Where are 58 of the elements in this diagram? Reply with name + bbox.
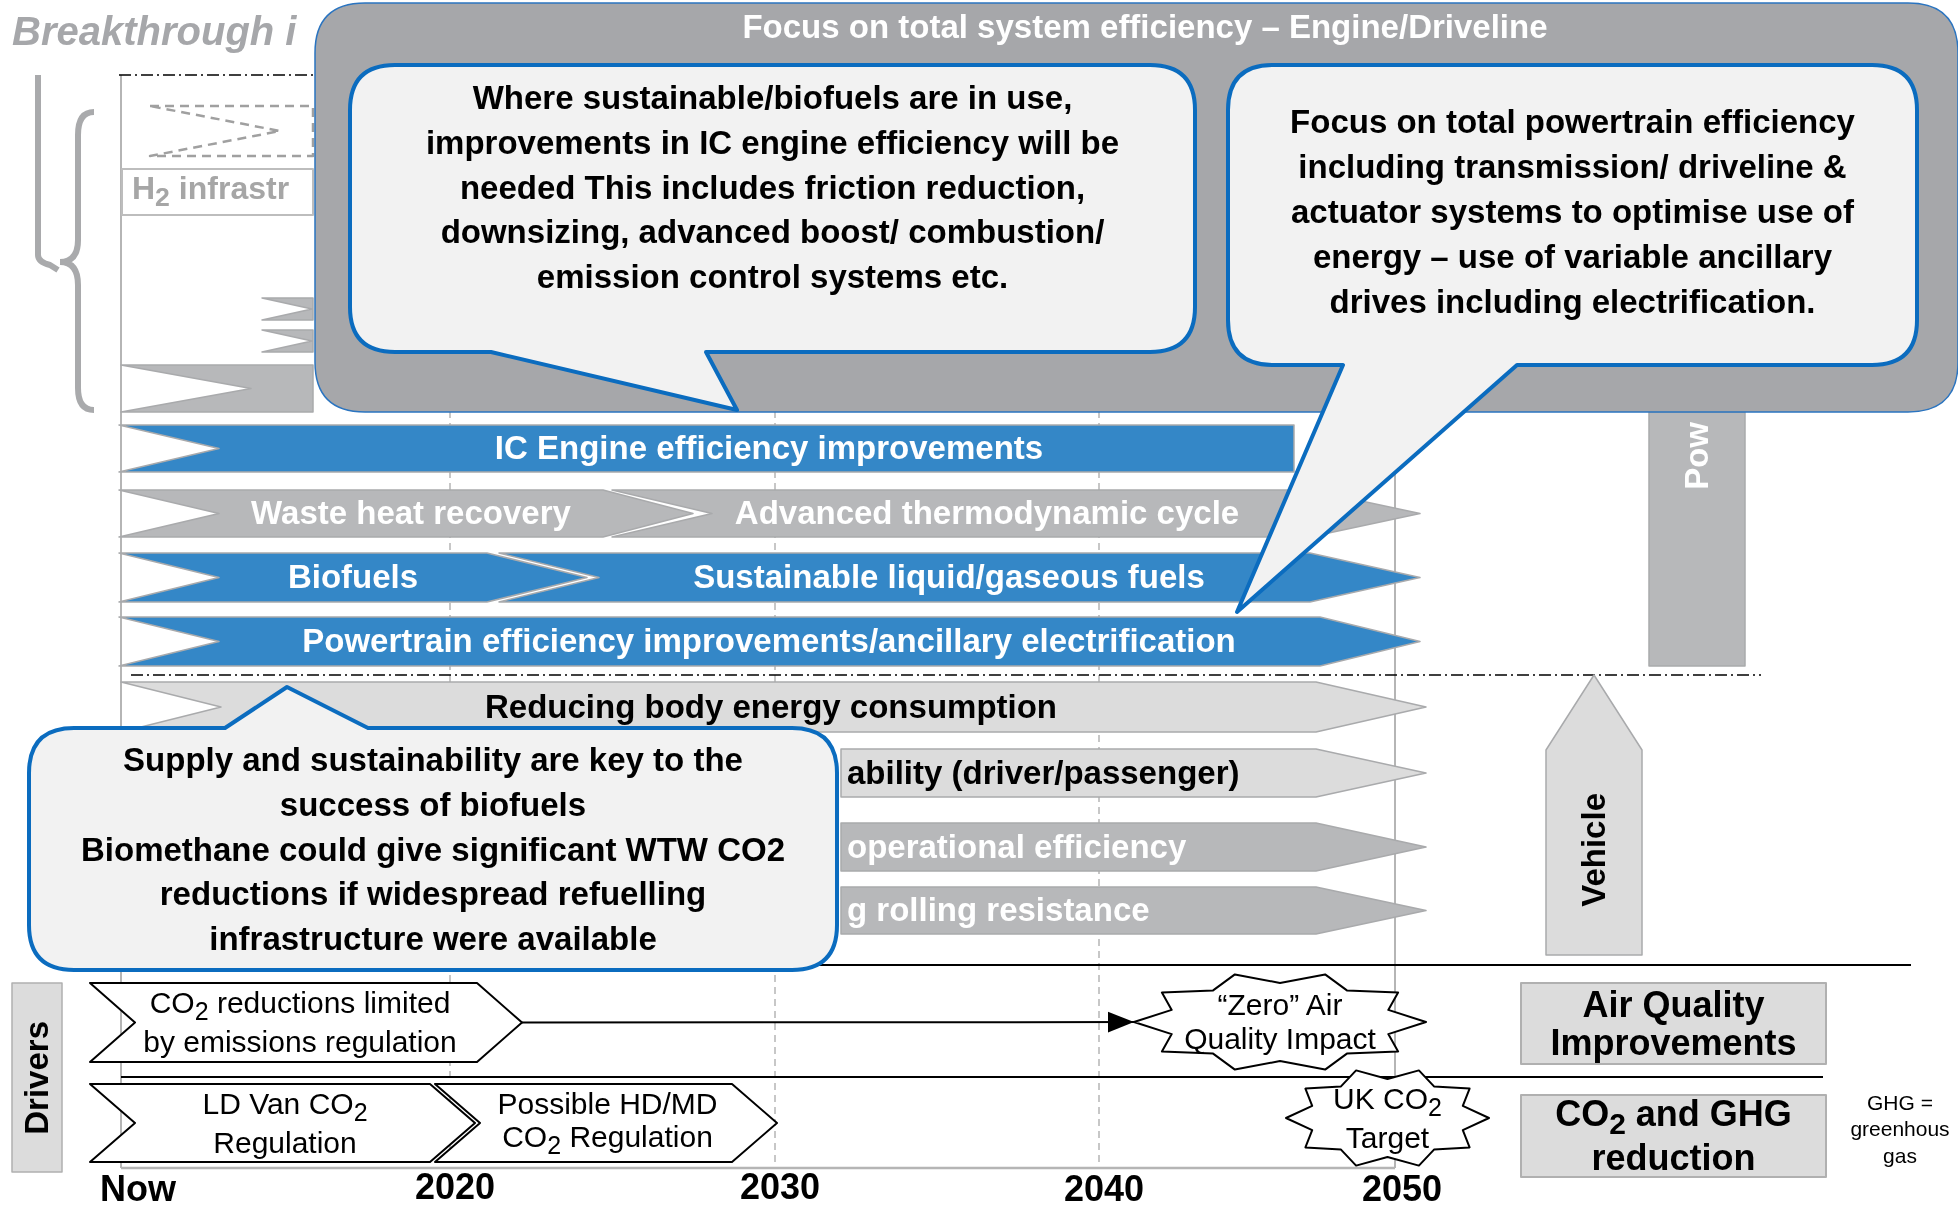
box-label: Air Quality Improvements xyxy=(1549,985,1798,1062)
chevron-bar xyxy=(841,823,1426,871)
bar-label: g rolling resistance xyxy=(847,892,1150,929)
axis-year: 2030 xyxy=(740,1165,821,1206)
chevron-bar xyxy=(499,553,1420,602)
chevron-bar xyxy=(121,365,313,412)
chevron-bar xyxy=(119,617,1420,666)
box-label: H$_{2}$ infrastr xyxy=(132,170,290,214)
note-text: GHG = greenhous gas xyxy=(1849,1090,1951,1169)
tab-label: Drivers xyxy=(18,1020,56,1135)
vertical-bar xyxy=(1649,412,1745,666)
bar-label: Advanced thermodynamic cycle xyxy=(734,495,1240,532)
speech-bubble xyxy=(350,65,1195,410)
starburst xyxy=(1286,1068,1489,1168)
axis-year: Now xyxy=(100,1167,176,1206)
bar-label: Sustainable liquid/gaseous fuels xyxy=(693,559,1205,596)
callout-text: Biomethane could give significant WTW CO2 reductions if widespread refuelling infrastructure were available xyxy=(79,829,787,960)
starburst xyxy=(1134,972,1426,1072)
callout-text: Focus on total powertrain efficiency including transmission/ driveline & actuator systems to optimise use of energy – use of variable ancillary drives including electrification. xyxy=(1289,102,1856,322)
chevron-bar xyxy=(262,298,313,320)
heading-text: Breakthrough i xyxy=(12,8,297,55)
starburst-label: UK CO$_{2}$ Target xyxy=(1332,1081,1443,1155)
axis-year: 2050 xyxy=(1362,1167,1443,1206)
bar-label: Pow xyxy=(1678,422,1716,490)
outlined-box xyxy=(122,169,313,215)
chevron-bar xyxy=(435,1084,777,1162)
chevron-bar xyxy=(119,490,693,537)
axis-year: 2040 xyxy=(1064,1167,1145,1206)
chevron-bar xyxy=(90,1084,475,1162)
up-arrow-block xyxy=(1546,675,1642,955)
chevron-bar xyxy=(119,425,1294,472)
chevron-bar xyxy=(90,983,522,1062)
box-label: CO$_{2}$ and GHG reduction xyxy=(1554,1094,1793,1178)
bar-label: Waste heat recovery xyxy=(251,495,571,532)
arrow xyxy=(521,1011,1135,1033)
label-tab xyxy=(12,983,62,1172)
bar-label: Biofuels xyxy=(287,559,419,596)
bar-label: Possible HD/MD CO$_{2}$ Regulation xyxy=(496,1086,719,1160)
bar-label: Reducing body energy consumption xyxy=(484,688,1057,726)
dashed-bar xyxy=(150,106,313,156)
callout-title: Focus on total system efficiency – Engine/Driveline xyxy=(742,8,1548,46)
outcome-box xyxy=(1521,1095,1826,1177)
bar-label: ability (driver/passenger) xyxy=(847,754,1240,792)
chevron-bar xyxy=(841,749,1426,797)
bar-label: IC Engine efficiency improvements xyxy=(494,430,1044,467)
callout-text: Supply and sustainability are key to the success of biofuels xyxy=(122,739,744,825)
chevron-bar xyxy=(119,553,587,602)
bar-label: Powertrain efficiency improvements/ancillary electrification xyxy=(302,623,1236,660)
bar-label: operational efficiency xyxy=(847,828,1187,866)
bar-label: LD Van CO$_{2}$ Regulation xyxy=(201,1086,369,1160)
axis-year: 2020 xyxy=(415,1165,496,1206)
bar-label: CO$_{2}$ reductions limited by emissions regulation xyxy=(142,986,458,1059)
chevron-bar xyxy=(262,330,313,352)
starburst-label: “Zero” Air Quality Impact xyxy=(1184,988,1376,1056)
callout-text: Where sustainable/biofuels are in use, improvements in IC engine efficiency will be needed This includes friction reduction, downsizing, advanced boost/ combustion/ emission control systems etc. xyxy=(424,77,1121,298)
bar-label: Vehicle xyxy=(1575,793,1613,907)
outcome-box xyxy=(1521,983,1826,1064)
chevron-bar xyxy=(841,887,1426,934)
